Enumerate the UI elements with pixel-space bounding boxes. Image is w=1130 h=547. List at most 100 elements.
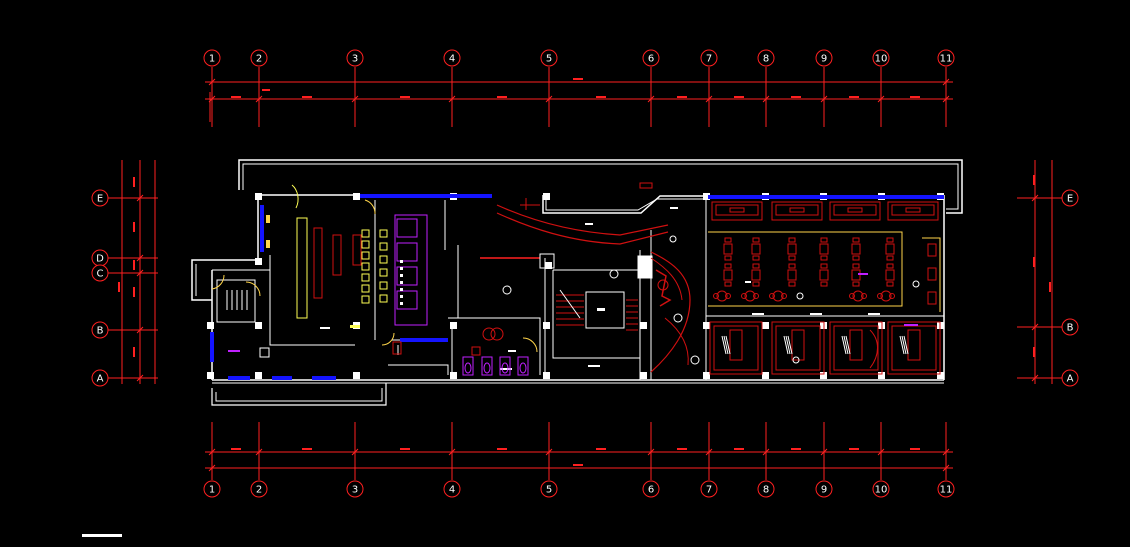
grid-bubble-top-3: 3 bbox=[346, 49, 364, 67]
dining-chair bbox=[752, 237, 760, 243]
sculpture bbox=[655, 269, 672, 307]
small-fixture bbox=[259, 347, 270, 358]
grid-bubble-top-11-circle bbox=[937, 49, 955, 67]
dim-tick-top bbox=[820, 95, 828, 103]
kitchen-partition bbox=[269, 255, 355, 346]
dim-tick-bottom bbox=[545, 448, 553, 456]
section-marker bbox=[912, 280, 920, 288]
banquette-booth bbox=[887, 201, 939, 221]
vestibule-wall bbox=[388, 364, 449, 375]
structural-column bbox=[703, 193, 710, 200]
section-marker bbox=[669, 235, 677, 243]
dim-value-mark bbox=[1033, 347, 1035, 357]
dim-tick-right bbox=[1031, 374, 1039, 382]
grid-bubble-bottom-11-circle bbox=[937, 480, 955, 498]
grid-bubble-top-7: 7 bbox=[700, 49, 718, 67]
dining-chair bbox=[852, 255, 860, 261]
bar-booth bbox=[396, 290, 418, 310]
dining-chair bbox=[886, 263, 894, 269]
bar-item bbox=[400, 288, 403, 291]
grid-bubble-left-C-circle bbox=[91, 264, 109, 282]
north-wall-middle bbox=[542, 195, 706, 214]
dim-tick-bottom bbox=[255, 448, 263, 456]
dim-value-mark bbox=[262, 89, 270, 91]
grid-bubble-left-B-circle bbox=[91, 321, 109, 339]
structural-column bbox=[703, 322, 710, 329]
dim-tick-bottom bbox=[877, 448, 885, 456]
banquette-table bbox=[905, 207, 921, 213]
dining-table bbox=[851, 243, 861, 255]
bar-stool bbox=[379, 268, 388, 277]
dim-tick-bottom bbox=[208, 448, 216, 456]
private-room-inner bbox=[713, 325, 759, 371]
grid-bubble-right-A-circle bbox=[1061, 369, 1079, 387]
round-chair bbox=[861, 293, 867, 299]
section-marker bbox=[502, 285, 512, 295]
feature-column bbox=[637, 255, 653, 279]
grid-bubble-right-B-label: B bbox=[1067, 323, 1074, 334]
dim-tick-top bbox=[351, 95, 359, 103]
bar-item bbox=[400, 281, 403, 284]
dining-chair bbox=[852, 237, 860, 243]
stair-arrow bbox=[559, 289, 581, 319]
banquette-table bbox=[789, 207, 805, 213]
table bbox=[352, 234, 362, 266]
grid-bubble-bottom-4-circle bbox=[443, 480, 461, 498]
structural-column bbox=[878, 372, 885, 379]
dim-value-mark bbox=[910, 448, 920, 450]
round-table bbox=[716, 290, 728, 302]
drawing-title-mark bbox=[82, 534, 122, 537]
grid-bubble-left-E-circle bbox=[91, 189, 109, 207]
private-room bbox=[771, 321, 825, 375]
dining-table bbox=[751, 269, 761, 281]
table-hatch bbox=[901, 335, 907, 355]
grid-bubble-bottom-4-label: 4 bbox=[449, 485, 455, 496]
round-table bbox=[744, 290, 756, 302]
label-mark bbox=[745, 281, 751, 283]
room-tag bbox=[228, 350, 240, 352]
toilet bbox=[501, 362, 509, 374]
dim-value-mark bbox=[791, 96, 801, 98]
dim-tick-bottom bbox=[705, 448, 713, 456]
grid-bubble-bottom-5-circle bbox=[540, 480, 558, 498]
dim-value-mark bbox=[231, 448, 241, 450]
grid-bubble-top-5-circle bbox=[540, 49, 558, 67]
counter-mark bbox=[520, 198, 540, 210]
dim-value-mark bbox=[849, 448, 859, 450]
table-hatch bbox=[843, 335, 849, 355]
bar-stool bbox=[361, 229, 370, 238]
private-room-inner bbox=[775, 325, 821, 371]
banquette-table bbox=[847, 207, 863, 213]
round-chair bbox=[877, 293, 883, 299]
dining-chair bbox=[752, 281, 760, 287]
grid-bubble-left-B-label: B bbox=[97, 326, 104, 337]
door-swing bbox=[522, 337, 538, 353]
grid-bubble-top-2: 2 bbox=[250, 49, 268, 67]
grid-bubble-bottom-8-label: 8 bbox=[763, 485, 769, 496]
grid-bubble-top-1-circle bbox=[203, 49, 221, 67]
grid-bubble-top-2-label: 2 bbox=[256, 54, 262, 65]
entry-arc bbox=[291, 184, 299, 209]
label-mark bbox=[585, 223, 593, 225]
dining-chair bbox=[886, 237, 894, 243]
grid-bubble-top-7-label: 7 bbox=[706, 54, 712, 65]
dimension-lines bbox=[118, 78, 1053, 472]
structural-column bbox=[255, 193, 262, 200]
dim-value-mark bbox=[231, 96, 241, 98]
service-zone-boundary bbox=[922, 237, 941, 312]
dim-tick-left bbox=[136, 194, 144, 202]
label-mark bbox=[858, 273, 868, 275]
grid-bubble-bottom-5: 5 bbox=[540, 480, 558, 498]
toilet-stall bbox=[481, 356, 493, 376]
dim-tick-left bbox=[136, 374, 144, 382]
round-chair bbox=[769, 293, 775, 299]
dining-chair bbox=[752, 255, 760, 261]
structural-column bbox=[207, 372, 214, 379]
dining-chair bbox=[788, 281, 796, 287]
grid-bubble-top-3-label: 3 bbox=[352, 54, 358, 65]
grid-bubble-left-E: E bbox=[91, 189, 109, 207]
dim-value-mark bbox=[133, 287, 135, 297]
structural-column bbox=[703, 372, 710, 379]
curved-partition bbox=[869, 329, 878, 369]
